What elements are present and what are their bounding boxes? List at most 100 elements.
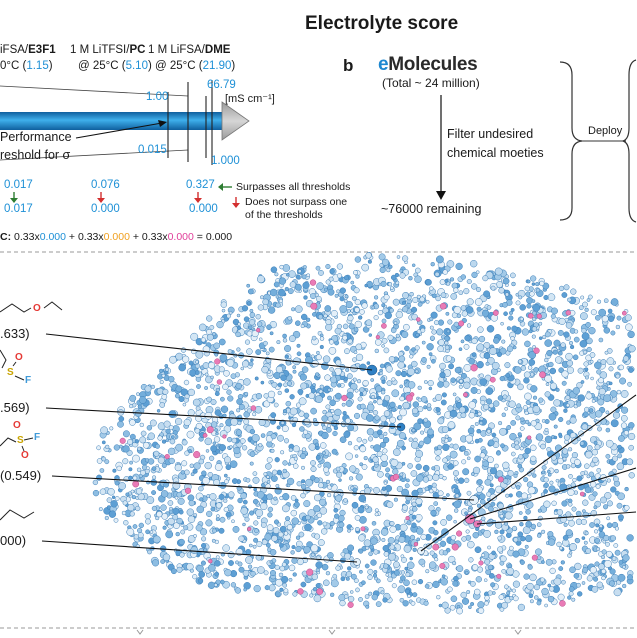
molecule-point xyxy=(235,429,243,436)
molecule-point xyxy=(184,393,190,399)
molecule-point xyxy=(321,431,329,440)
molecule-point xyxy=(266,475,270,479)
molecule-point xyxy=(199,497,204,502)
molecule-point xyxy=(460,412,467,419)
molecule-point xyxy=(380,280,387,287)
molecule-point xyxy=(231,519,235,524)
molecule-point xyxy=(406,520,412,526)
molecule-point xyxy=(149,530,154,534)
molecule-point xyxy=(389,544,395,550)
molecule-point xyxy=(454,493,460,498)
molecule-point xyxy=(139,436,147,444)
molecule-point xyxy=(242,569,250,577)
molecule-point xyxy=(132,475,138,481)
molecule-point xyxy=(556,509,564,516)
molecule-point-highlighted xyxy=(559,600,566,607)
molecule-point xyxy=(582,567,589,574)
molecule-point xyxy=(429,325,434,330)
molecule-point xyxy=(381,318,387,324)
molecule-point xyxy=(341,402,346,407)
molecule-point xyxy=(514,444,520,450)
molecule-point xyxy=(558,416,564,423)
molecule-point xyxy=(606,516,611,521)
molecule-point-highlighted xyxy=(413,542,419,547)
molecule-point xyxy=(616,462,625,471)
molecule-point xyxy=(180,470,186,475)
molecule-point-highlighted xyxy=(309,279,317,286)
molecule-point xyxy=(350,573,357,580)
molecule-point-highlighted xyxy=(456,530,463,537)
molecule-point xyxy=(249,461,254,466)
molecule-point xyxy=(441,392,447,398)
molecule-point xyxy=(335,466,341,472)
molecule-point xyxy=(490,582,496,588)
molecule-point xyxy=(149,419,157,427)
molecule-point xyxy=(201,470,207,476)
molecule-point xyxy=(230,373,237,380)
molecule-point xyxy=(292,591,298,597)
molecule-point xyxy=(540,443,546,450)
molecule-point xyxy=(168,425,174,430)
molecule-point xyxy=(210,399,217,406)
molecule-point xyxy=(529,599,534,604)
molecule-point xyxy=(615,324,621,330)
molecule-point xyxy=(253,584,261,593)
molecule-point xyxy=(498,421,503,426)
molecule-point xyxy=(415,449,424,458)
molecule-point xyxy=(476,361,484,369)
molecule-point xyxy=(156,409,161,413)
molecule-point xyxy=(452,561,457,566)
molecule-point xyxy=(153,450,160,457)
molecule-point xyxy=(529,573,537,582)
molecule-point xyxy=(616,389,622,395)
molecule-point xyxy=(617,514,624,521)
molecule-point xyxy=(528,593,534,599)
molecule-point xyxy=(541,465,547,470)
molecule-point xyxy=(343,299,348,303)
molecule-point xyxy=(596,369,602,375)
molecule-point xyxy=(300,581,307,588)
molecule-point xyxy=(267,506,274,513)
molecule-point xyxy=(484,478,492,486)
molecule-point xyxy=(395,333,400,338)
molecule-point xyxy=(285,272,290,277)
molecule-point xyxy=(429,550,435,556)
molecule-point xyxy=(193,513,198,517)
molecule-point xyxy=(586,575,593,582)
molecule-point xyxy=(497,535,503,541)
molecule-point xyxy=(417,385,422,390)
molecule-point xyxy=(518,295,523,300)
molecule-point xyxy=(341,463,347,468)
condition-suffix: ) xyxy=(48,60,53,72)
molecule-point xyxy=(367,436,374,442)
molecule-point xyxy=(127,439,133,445)
molecule-point xyxy=(171,568,177,575)
molecule-point xyxy=(403,379,408,384)
molecule-point xyxy=(260,295,264,300)
molecule-point xyxy=(399,408,407,417)
molecule-point xyxy=(378,253,386,261)
molecule-point xyxy=(278,572,284,578)
molecule-point xyxy=(548,485,556,493)
molecule-point xyxy=(286,477,295,486)
molecule-point xyxy=(468,508,472,513)
molecule-point xyxy=(453,287,459,293)
molecule-point xyxy=(533,367,539,373)
molecule-point xyxy=(330,579,339,588)
molecule-point xyxy=(366,428,375,436)
molecule-point xyxy=(604,492,612,500)
molecule-point xyxy=(287,462,292,466)
molecule-point xyxy=(512,345,517,350)
filter-label-line2: chemical moeties xyxy=(447,146,544,160)
molecule-point xyxy=(520,417,525,422)
molecule-point xyxy=(588,471,595,478)
molecule-point xyxy=(606,357,615,365)
molecule-point xyxy=(541,470,546,475)
molecule-point xyxy=(180,529,186,535)
molecule-point xyxy=(159,402,166,408)
molecule-point xyxy=(616,315,622,321)
molecule-point xyxy=(364,283,368,288)
molecule-point xyxy=(324,374,331,381)
molecule-point xyxy=(342,335,348,341)
molecule-point xyxy=(437,417,445,425)
